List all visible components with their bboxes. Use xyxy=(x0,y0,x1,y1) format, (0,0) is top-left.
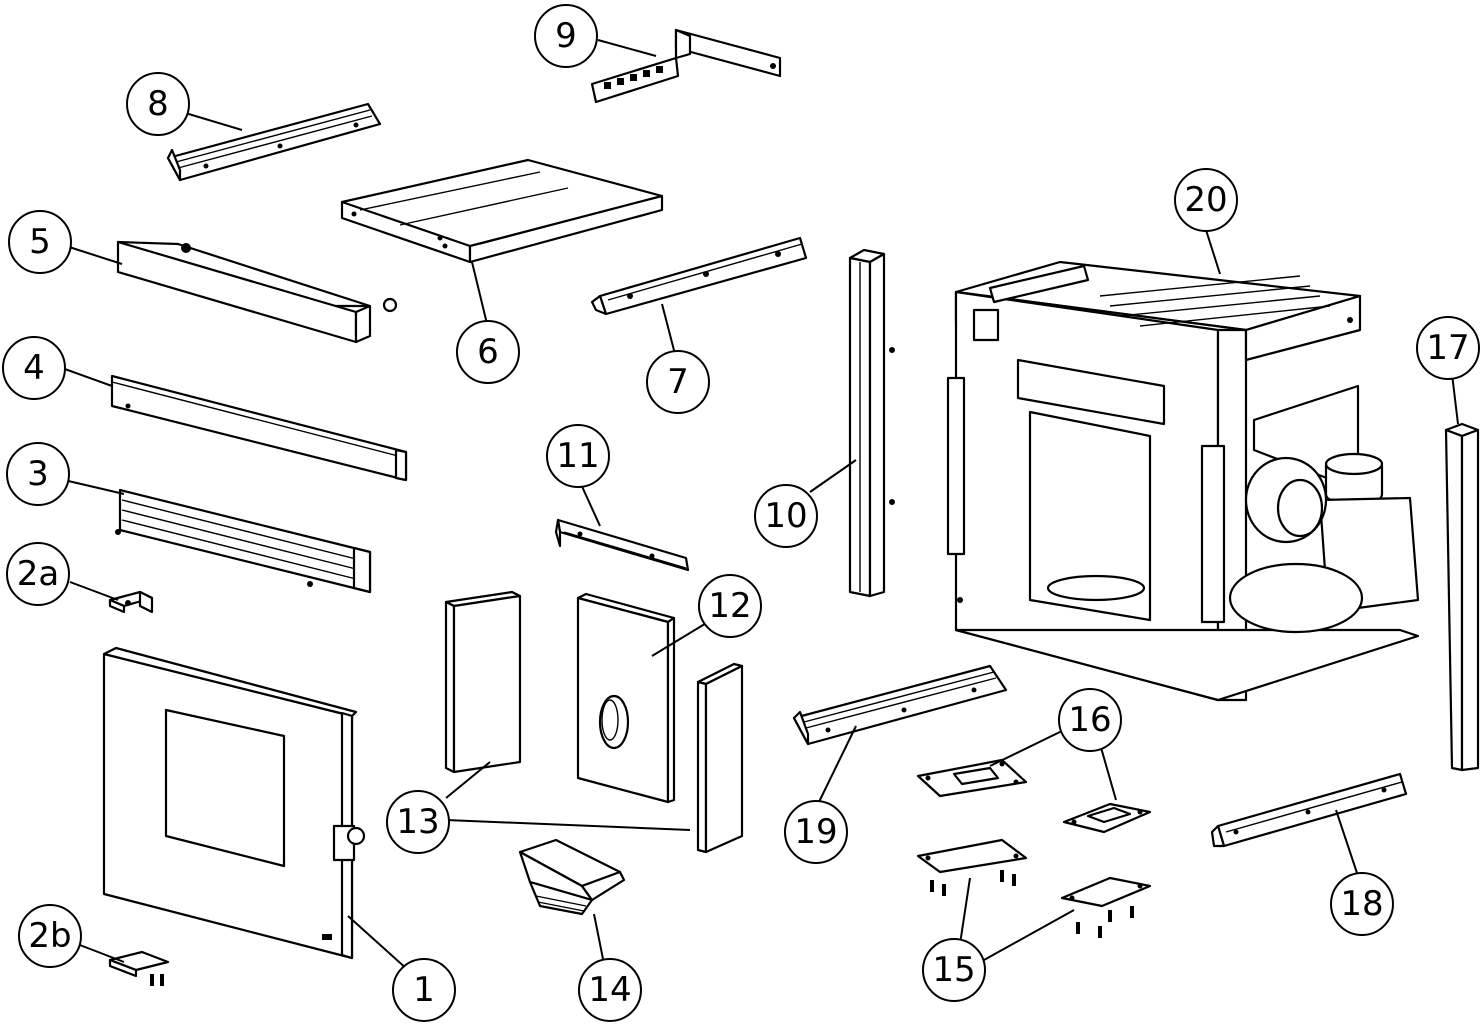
leader-lines xyxy=(61,39,1459,971)
callout-label: 8 xyxy=(147,84,169,124)
leader-13a xyxy=(445,761,491,799)
leader-16a xyxy=(989,729,1065,767)
callout-17: 17 xyxy=(1416,316,1480,380)
callout-6: 6 xyxy=(456,320,520,384)
part-4-rail xyxy=(110,374,408,482)
callout-2b: 2b xyxy=(18,904,82,968)
leader-10 xyxy=(809,459,857,493)
callout-16: 16 xyxy=(1058,688,1122,752)
callout-7: 7 xyxy=(646,350,710,414)
part-15-plate-right xyxy=(1060,876,1152,938)
callout-9: 9 xyxy=(534,4,598,68)
part-16-plate-right xyxy=(1062,802,1152,834)
leader-12 xyxy=(651,621,709,657)
part-3-grille xyxy=(115,488,372,594)
callout-label: 14 xyxy=(588,970,631,1010)
callout-19: 19 xyxy=(784,800,848,864)
callout-label: 15 xyxy=(932,950,975,990)
callout-label: 13 xyxy=(396,802,439,842)
callout-label: 2a xyxy=(17,554,59,594)
part-13-panel-right xyxy=(696,662,744,854)
leader-17 xyxy=(1451,373,1459,425)
part-2a-hinge xyxy=(108,590,154,614)
callout-14: 14 xyxy=(578,958,642,1022)
leader-11 xyxy=(579,481,601,527)
leader-3 xyxy=(63,479,125,495)
part-11-rail xyxy=(554,518,690,572)
part-10-post xyxy=(848,248,895,598)
callout-label: 19 xyxy=(794,812,837,852)
leader-20 xyxy=(1205,229,1221,275)
callout-label: 1 xyxy=(413,970,435,1010)
part-16-plate-left xyxy=(916,758,1028,798)
callout-label: 12 xyxy=(708,586,751,626)
leader-13b xyxy=(445,819,691,831)
callout-13: 13 xyxy=(386,790,450,854)
part-7-rail xyxy=(590,236,808,316)
part-8-rail xyxy=(166,102,382,182)
leader-18 xyxy=(1335,809,1359,877)
part-17-post xyxy=(1444,422,1480,772)
part-2b-hinge xyxy=(108,950,170,986)
callout-label: 2b xyxy=(28,916,71,956)
part-14-bin xyxy=(518,838,626,916)
leader-14 xyxy=(593,913,605,965)
callout-label: 3 xyxy=(27,454,49,494)
part-1-door xyxy=(102,646,366,960)
part-9-bracket xyxy=(590,28,782,104)
callout-label: 9 xyxy=(555,16,577,56)
part-13-panel-left xyxy=(444,590,522,774)
part-12-panel xyxy=(576,592,676,804)
callout-label: 20 xyxy=(1184,180,1227,220)
callout-1: 1 xyxy=(392,958,456,1022)
callout-5: 5 xyxy=(8,210,72,274)
callout-4: 4 xyxy=(2,336,66,400)
part-6-tray xyxy=(340,158,664,264)
callout-label: 11 xyxy=(556,436,599,476)
callout-label: 5 xyxy=(29,222,51,262)
callout-18: 18 xyxy=(1330,872,1394,936)
callout-label: 6 xyxy=(477,332,499,372)
leader-19 xyxy=(817,725,857,805)
callout-label: 7 xyxy=(667,362,689,402)
part-15-plate-left xyxy=(916,838,1028,896)
part-5-beam xyxy=(116,240,398,344)
leader-6 xyxy=(471,261,489,329)
leader-1 xyxy=(347,915,409,971)
callout-label: 4 xyxy=(23,348,45,388)
leader-4 xyxy=(61,367,113,387)
callout-label: 10 xyxy=(764,496,807,536)
callout-2a: 2a xyxy=(6,542,70,606)
callout-15: 15 xyxy=(922,938,986,1002)
callout-20: 20 xyxy=(1174,168,1238,232)
leader-9 xyxy=(597,39,657,57)
leader-15b xyxy=(983,909,1075,961)
part-20-main-body xyxy=(946,260,1420,702)
callout-label: 16 xyxy=(1068,700,1111,740)
callout-11: 11 xyxy=(546,424,610,488)
leader-8 xyxy=(181,111,243,131)
leader-2b xyxy=(71,941,125,963)
callout-12: 12 xyxy=(698,574,762,638)
part-18-rail xyxy=(1210,772,1408,848)
leader-15a xyxy=(959,877,971,945)
leader-7 xyxy=(661,303,677,359)
part-19-rail xyxy=(792,664,1008,746)
leader-5 xyxy=(65,245,123,265)
leader-16b xyxy=(1099,743,1117,801)
callout-8: 8 xyxy=(126,72,190,136)
callout-label: 17 xyxy=(1426,328,1469,368)
callout-label: 18 xyxy=(1340,884,1383,924)
leader-2a xyxy=(69,581,119,601)
callout-3: 3 xyxy=(6,442,70,506)
callout-10: 10 xyxy=(754,484,818,548)
